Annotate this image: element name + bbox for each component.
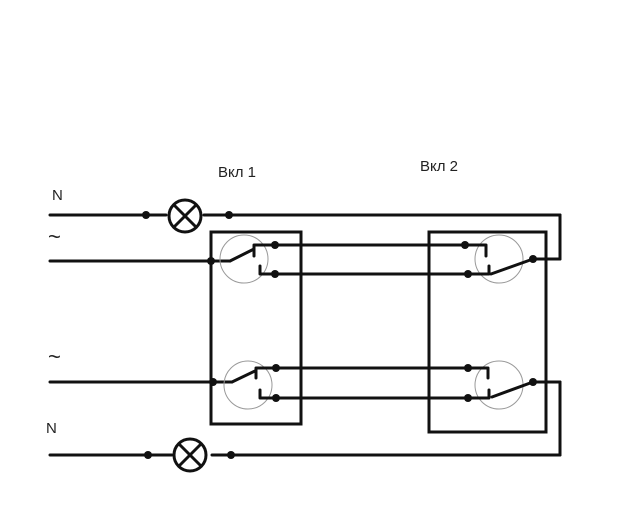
junction-dot	[227, 451, 235, 459]
switch-1-top-face	[219, 234, 269, 284]
switch-1-box	[209, 230, 303, 426]
junction-dot	[209, 378, 217, 386]
junction-dot	[464, 364, 472, 372]
junction-dot	[271, 270, 279, 278]
junction-dot	[529, 378, 537, 386]
switch-1-bottom-face	[223, 360, 273, 410]
neutral-bottom-label: N	[46, 420, 57, 437]
switch-2-bottom-lower-contact	[466, 388, 491, 400]
switch-2-bottom-blade	[490, 380, 535, 399]
switch-2-top-upper-contact	[463, 243, 488, 258]
switch-2-label: Вкл 2	[420, 158, 458, 175]
lamp-top-cross-b	[172, 203, 198, 229]
switch-1-top-upper-contact	[252, 243, 277, 258]
switch-1-top-blade	[228, 247, 256, 263]
junction-dot	[464, 394, 472, 402]
switch-2-top-face	[474, 234, 524, 284]
switch-1-label: Вкл 1	[218, 164, 256, 181]
switch-2-bottom-upper-contact	[466, 366, 490, 380]
switch-1-bottom-upper-contact	[254, 366, 278, 380]
junction-dot	[461, 241, 469, 249]
switch-1-bottom-lower-contact	[258, 388, 278, 400]
phase-bottom-label: ~	[48, 344, 61, 369]
phase-top-label: ~	[48, 224, 61, 249]
neutral-top-label: N	[52, 187, 63, 204]
switch-2-top-blade	[489, 257, 535, 276]
switch-1-bottom-blade	[230, 369, 257, 384]
junction-dot	[529, 255, 537, 263]
junction-dot	[144, 451, 152, 459]
junction-dot	[225, 211, 233, 219]
junction-dot	[272, 394, 280, 402]
junction-dot	[272, 364, 280, 372]
junction-dot	[207, 257, 215, 265]
junction-dot	[464, 270, 472, 278]
switch-2-top-lower-contact	[466, 264, 491, 276]
lamp-bottom-cross-b	[177, 442, 203, 468]
switch-1-top-lower-contact	[258, 264, 277, 276]
junction-dot	[271, 241, 279, 249]
junction-dot	[142, 211, 150, 219]
switch-2-box	[427, 230, 548, 434]
